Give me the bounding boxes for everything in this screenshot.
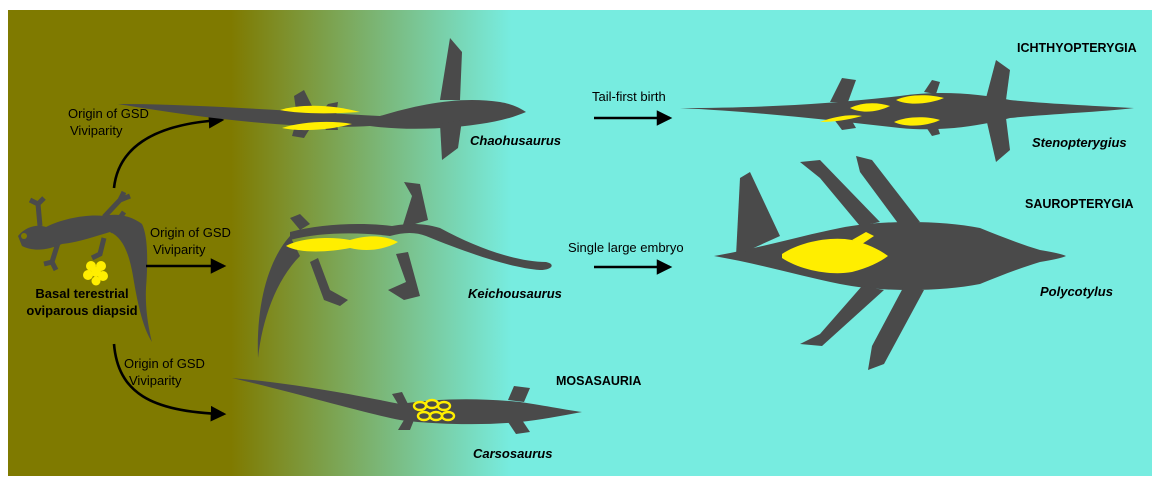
carsosaurus-name: Carsosaurus [473,446,552,461]
stenopterygius-name: Stenopterygius [1032,135,1127,150]
sauropterygia-label: SAUROPTERYGIA [1025,197,1134,211]
origin-middle-line2: Viviparity [153,242,206,257]
polycotylus-name: Polycotylus [1040,284,1113,299]
origin-middle-line1: Origin of GSD [150,225,231,240]
ichthyopterygia-label: ICHTHYOPTERYGIA [1017,41,1137,55]
ancestor-label-line2: oviparous diapsid [26,303,137,318]
keichousaurus-name: Keichousaurus [468,286,562,301]
origin-bottom-line1: Origin of GSD [124,356,205,371]
ancestor-label-line1: Basal terestrial [35,286,128,301]
single-large-embryo-label: Single large embryo [568,240,684,255]
tail-first-birth-label: Tail-first birth [592,89,666,104]
origin-top-line1: Origin of GSD [68,106,149,121]
origin-bottom-line2: Viviparity [129,373,182,388]
chaohusaurus-name: Chaohusaurus [470,133,561,148]
origin-top-line2: Viviparity [70,123,123,138]
mosasauria-label: MOSASAURIA [556,374,641,388]
